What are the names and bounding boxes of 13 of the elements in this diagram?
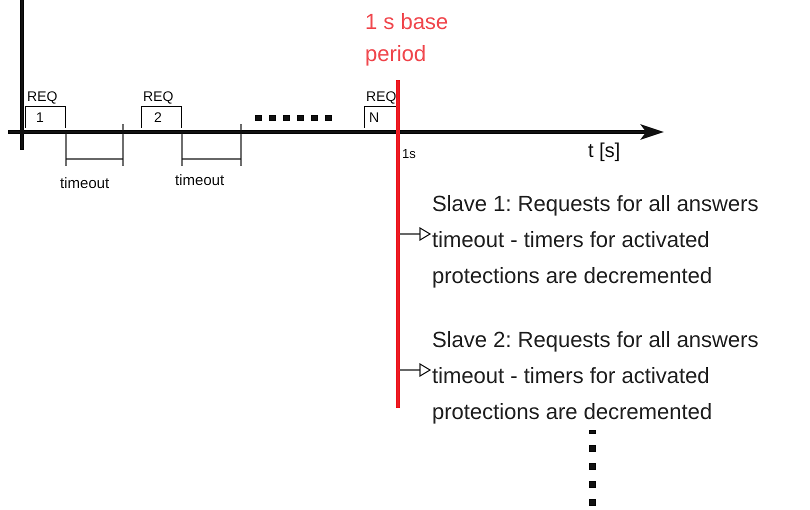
pulse-label: REQ xyxy=(142,87,174,106)
request-pulse: 2 xyxy=(141,106,182,128)
axis-label: t [s] xyxy=(588,140,620,163)
hollow-arrow xyxy=(400,363,431,377)
axis-label: 1s xyxy=(402,146,416,161)
axis-label: timeout xyxy=(175,172,224,189)
pulse-label: REQ xyxy=(26,87,58,106)
request-pulse: 1 xyxy=(25,106,66,128)
request-pulse: N xyxy=(364,106,398,128)
hollow-arrow xyxy=(400,227,431,241)
period-caption: 1 s base period xyxy=(365,8,450,68)
pulse-label: REQ xyxy=(365,87,396,106)
axis-label: timeout xyxy=(60,175,110,192)
